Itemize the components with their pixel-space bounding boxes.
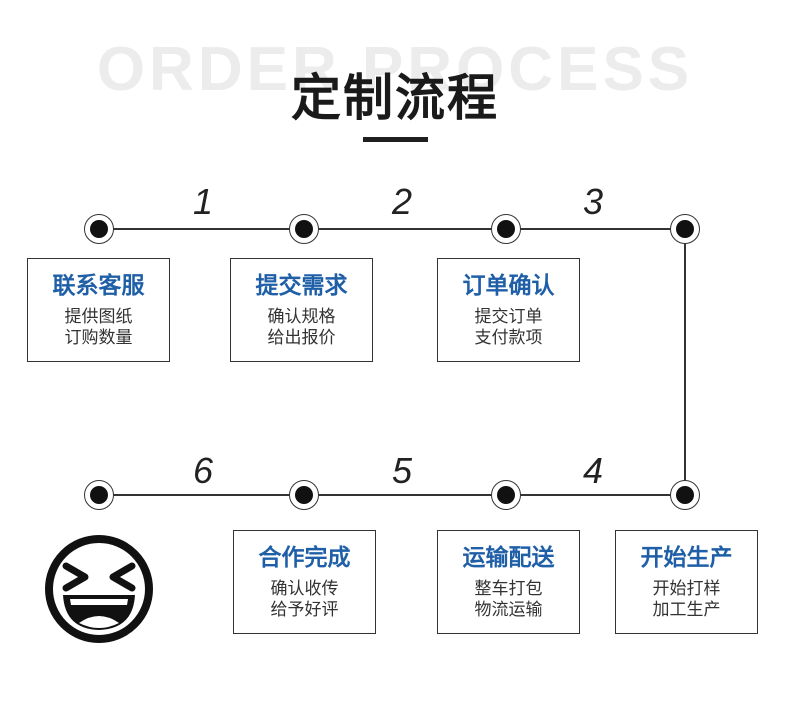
step-card-title: 合作完成 [258,545,351,571]
step-card-6: 合作完成 确认收传 给予好评 [233,530,376,634]
step-card-2: 提交需求 确认规格 给出报价 [230,258,373,362]
step-card-line: 订购数量 [64,328,133,348]
page-title: 定制流程 [291,69,499,127]
node-bottom-corner [670,480,700,510]
step-card-line: 整车打包 [474,579,543,599]
step-card-line: 支付款项 [474,328,543,348]
step-number-2: 2 [391,181,413,222]
step-card-line: 提供图纸 [64,307,133,327]
step-card-line: 给出报价 [267,328,336,348]
top-connector-line [99,228,685,230]
title-underline [363,137,428,142]
step-card-3: 订单确认 提交订单 支付款项 [437,258,580,362]
step-card-line: 物流运输 [474,600,543,620]
step-card-line: 开始打样 [652,579,721,599]
right-vertical-connector-line [684,229,686,495]
step-card-title: 开始生产 [640,545,733,571]
step-card-5: 运输配送 整车打包 物流运输 [437,530,580,634]
step-card-title: 订单确认 [462,273,555,299]
step-card-title: 联系客服 [52,273,145,299]
node-step-6-5 [289,480,319,510]
step-card-4: 开始生产 开始打样 加工生产 [615,530,758,634]
step-card-line: 确认规格 [267,307,336,327]
node-top-corner [670,214,700,244]
step-number-6: 6 [192,450,214,491]
step-number-3: 3 [582,181,604,222]
step-card-line: 给予好评 [270,600,339,620]
step-card-line: 确认收传 [270,579,339,599]
step-card-line: 加工生产 [652,600,721,620]
node-step-5-4 [491,480,521,510]
step-number-4: 4 [582,450,604,491]
step-card-title: 提交需求 [255,273,348,299]
step-number-5: 5 [391,450,413,491]
step-number-1: 1 [192,181,214,222]
node-step-2-3 [491,214,521,244]
bottom-connector-line [99,494,685,496]
laughing-face-icon [45,535,153,643]
node-start [84,214,114,244]
step-card-title: 运输配送 [462,545,555,571]
node-step-1-2 [289,214,319,244]
step-card-line: 提交订单 [474,307,543,327]
node-end [84,480,114,510]
background-watermark-title: ORDER PROCESS [96,35,694,104]
step-card-1: 联系客服 提供图纸 订购数量 [27,258,170,362]
